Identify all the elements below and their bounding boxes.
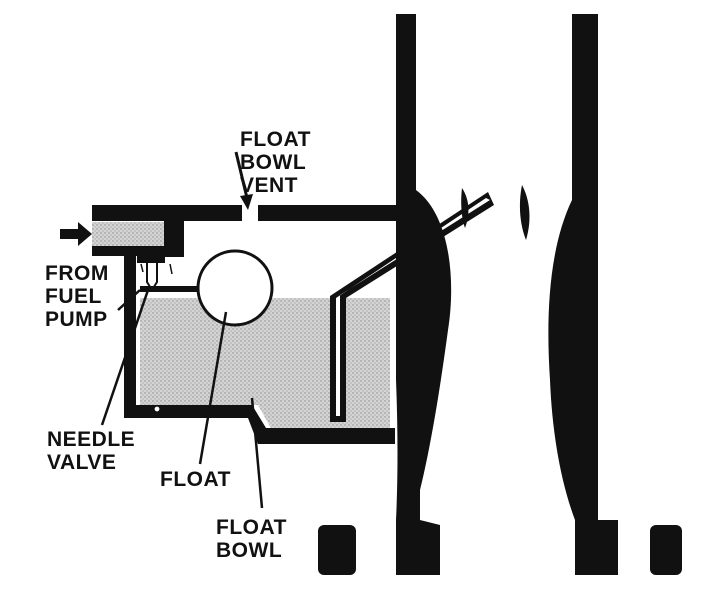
needle-valve-seat bbox=[137, 255, 165, 263]
fuel-bubble bbox=[153, 405, 161, 413]
flange-foot-left bbox=[318, 525, 356, 575]
label-line: NEEDLE bbox=[47, 428, 136, 451]
label-line: FROM bbox=[45, 262, 109, 285]
venturi-right bbox=[519, 185, 530, 240]
label-line: FUEL bbox=[45, 285, 102, 308]
float bbox=[196, 249, 274, 327]
label-line: BOWL bbox=[216, 539, 283, 562]
left-throttle-wall bbox=[396, 14, 452, 575]
vent-arrow-head bbox=[240, 194, 253, 210]
label-float-bowl-vent: FLOAT BOWL VENT bbox=[240, 128, 311, 197]
inlet-bottom-wall bbox=[92, 246, 164, 256]
leader-float-bowl bbox=[250, 397, 264, 509]
vent-arrow-icon bbox=[234, 151, 249, 199]
label-line: FLOAT bbox=[216, 516, 287, 539]
label-line: BOWL bbox=[240, 151, 307, 174]
label-line: VALVE bbox=[47, 451, 117, 474]
leader-needle-valve bbox=[100, 289, 150, 426]
inlet-boss bbox=[164, 205, 184, 257]
flange-foot-right bbox=[650, 525, 682, 575]
label-line: VENT bbox=[240, 174, 299, 197]
label-from-fuel-pump: FROM FUEL PUMP bbox=[45, 262, 109, 331]
needle-valve bbox=[146, 261, 158, 292]
label-line: PUMP bbox=[45, 308, 108, 331]
fuel-inlet-passage bbox=[92, 222, 166, 250]
label-line: FLOAT bbox=[160, 468, 231, 491]
label-needle-valve: NEEDLE VALVE bbox=[47, 428, 135, 474]
fuel-inlet-arrow-icon bbox=[60, 222, 92, 246]
label-line: FLOAT bbox=[240, 128, 311, 151]
bowl-cover-right bbox=[258, 205, 403, 221]
float-arm bbox=[140, 286, 210, 292]
right-throttle-wall bbox=[548, 14, 618, 575]
leader-float bbox=[198, 311, 228, 465]
needle-valve-drip bbox=[140, 263, 173, 275]
leader-fuel-pump bbox=[117, 289, 141, 311]
discharge-tube bbox=[330, 192, 494, 422]
venturi-left bbox=[461, 188, 469, 228]
label-float-bowl: FLOAT BOWL bbox=[216, 516, 287, 562]
fuel-level bbox=[140, 298, 390, 430]
label-float: FLOAT bbox=[160, 468, 231, 491]
